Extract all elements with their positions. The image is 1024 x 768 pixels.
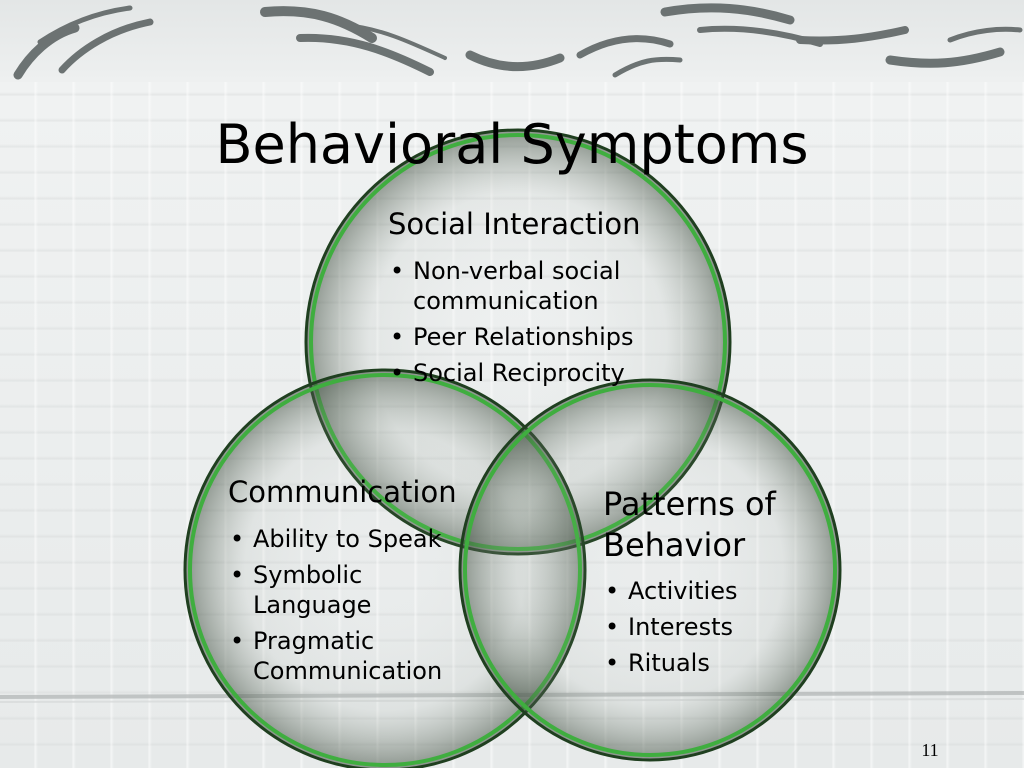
social-interaction-heading: Social Interaction	[388, 207, 641, 241]
list-item: Peer Relationships	[388, 322, 668, 352]
slide-title: Behavioral Symptoms	[215, 113, 809, 176]
region-communication: Communication Ability to Speak Symbolic …	[228, 476, 468, 692]
list-item: Social Reciprocity	[388, 358, 668, 388]
patterns-of-behavior-list: Activities Interests Rituals	[603, 576, 813, 678]
communication-heading: Communication	[228, 475, 457, 509]
communication-list: Ability to Speak Symbolic Language Pragm…	[228, 524, 468, 686]
region-patterns-of-behavior: Patterns of Behavior Activities Interest…	[603, 484, 813, 684]
list-item: Symbolic Language	[228, 560, 468, 620]
list-item: Interests	[603, 612, 813, 642]
social-interaction-list: Non-verbal social communication Peer Rel…	[388, 256, 668, 388]
list-item: Pragmatic Communication	[228, 626, 468, 686]
slide-number: 11	[921, 740, 939, 760]
list-item: Non-verbal social communication	[388, 256, 668, 316]
patterns-of-behavior-heading: Patterns of Behavior	[603, 485, 776, 564]
list-item: Rituals	[603, 648, 813, 678]
region-social-interaction: Social Interaction Non-verbal social com…	[388, 208, 668, 394]
list-item: Ability to Speak	[228, 524, 468, 554]
list-item: Activities	[603, 576, 813, 606]
